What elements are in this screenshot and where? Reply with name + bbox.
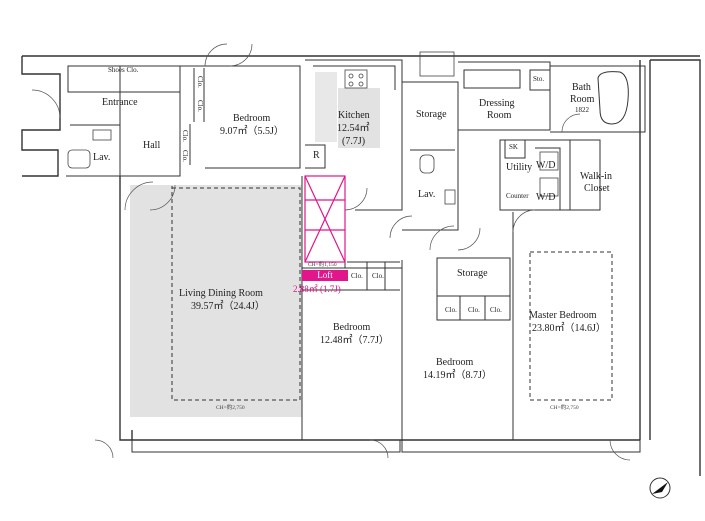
closet-label: Clo. [181, 130, 190, 142]
hall-label: Hall [143, 140, 161, 151]
fixtures [67, 51, 559, 205]
master-bedroom-area: 23.80㎡（14.6J） [532, 323, 606, 334]
storage-1-label: Storage [416, 109, 447, 120]
bedroom-1-area: 9.07㎡（5.5J） [220, 126, 284, 137]
master-ceiling-height: CH=約2,750 [550, 405, 579, 411]
kitchen-area: 12.54㎡ [337, 123, 370, 134]
shoes-closet-label: Shoes Clo. [108, 66, 139, 74]
bedroom-2-area: 12.48㎡（7.7J） [320, 335, 389, 346]
bedroom-2-label: Bedroom [333, 322, 371, 333]
loft-ceiling-height: CH=約1,150 [308, 262, 337, 268]
closet-label: Clo. [196, 76, 205, 88]
loft-outline [304, 175, 346, 263]
closet-label: Clo. [181, 150, 190, 162]
closet-label: Clo. [445, 306, 457, 314]
closet-label: Clo. [351, 272, 363, 280]
walk-in-closet-label: Walk-in [580, 171, 612, 182]
inner-walls [66, 59, 646, 440]
storage-small-label: Sto. [533, 75, 545, 83]
bath-room-label: Bath [572, 82, 591, 93]
closet-label: Clo. [196, 100, 205, 112]
closet-label: Clo. [490, 306, 502, 314]
refrigerator-label: R [313, 150, 320, 161]
kitchen-label: Kitchen [338, 110, 370, 121]
utility-label: Utility [506, 162, 533, 173]
lavatory-2-label: Lav. [418, 189, 436, 200]
storage-2-label: Storage [457, 268, 488, 279]
living-shade [130, 185, 302, 417]
outer-walls [21, 55, 701, 476]
loft-label: Loft [302, 270, 348, 281]
counter-shade [315, 72, 337, 142]
kitchen-tatami: (7.7J) [342, 136, 366, 147]
bedroom-3-area: 14.19㎡（8.7J） [423, 370, 492, 381]
loft-area: 2.88㎡ (1.7J) [293, 284, 341, 294]
kitchen-shade [338, 88, 380, 148]
master-bedroom-label: Master Bedroom [529, 310, 597, 321]
north-arrow-icon [649, 477, 671, 499]
entrance-label: Entrance [102, 97, 138, 108]
living-dining-label: Living Dining Room [179, 288, 263, 299]
bath-room-label-2: Room [570, 94, 595, 105]
window-frames [131, 440, 641, 453]
sink-label: SK [509, 143, 518, 151]
bath-size-label: 1822 [575, 106, 589, 114]
washer-dryer-label-2: W/D [536, 192, 556, 203]
bedroom-3-label: Bedroom [436, 357, 474, 368]
dressing-room-label-2: Room [487, 110, 512, 121]
counter-label: Counter [506, 192, 529, 200]
lavatory-label: Lav. [93, 152, 111, 163]
living-dining-area: 39.57㎡（24.4J） [191, 301, 265, 312]
living-ceiling-height: CH=約2,750 [216, 405, 245, 411]
washer-dryer-label: W/D [536, 160, 556, 171]
closet-label: Clo. [372, 272, 384, 280]
closet-label: Clo. [468, 306, 480, 314]
walk-in-closet-label-2: Closet [584, 183, 610, 194]
bedroom-1-label: Bedroom [233, 113, 271, 124]
door-swings [31, 43, 631, 461]
dressing-room-label: Dressing [479, 98, 515, 109]
